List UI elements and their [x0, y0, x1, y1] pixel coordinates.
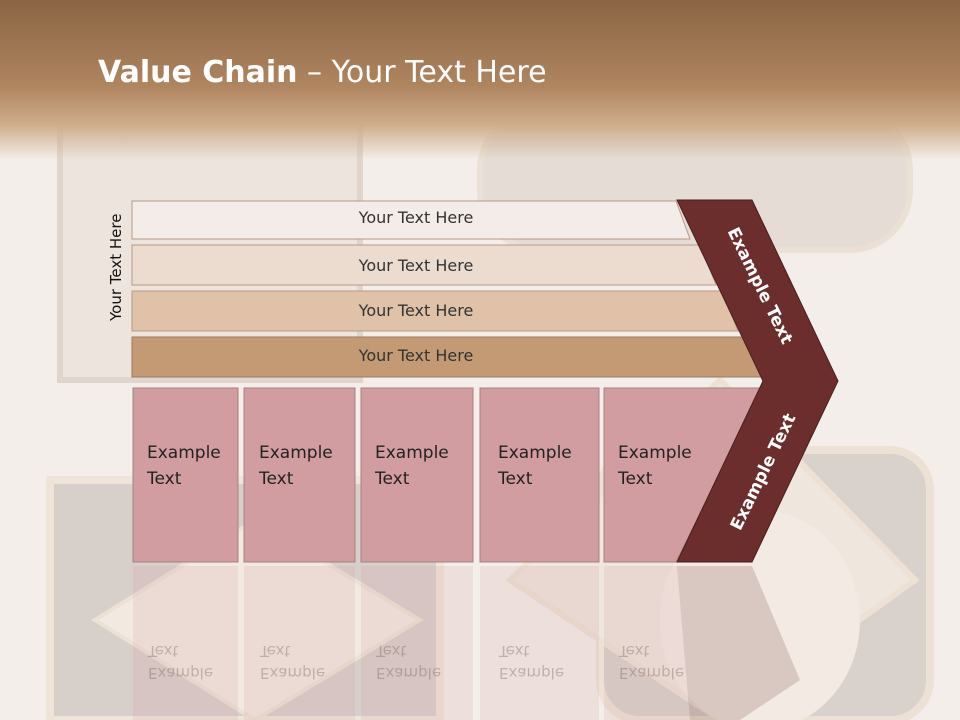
title-bold: Value Chain — [98, 55, 298, 90]
row-label-4: Your Text Here — [358, 346, 474, 365]
example-box-1 — [132, 387, 239, 563]
slide-header: Value Chain – Your Text Here — [0, 0, 960, 160]
row-label-2: Your Text Here — [358, 256, 474, 275]
side-label: Your Text Here — [107, 213, 125, 321]
value-chain-chevron — [676, 199, 839, 563]
example-box-5 — [603, 387, 763, 563]
example-box-4 — [479, 387, 600, 563]
slide-title: Value Chain – Your Text Here — [98, 55, 547, 90]
row-bar-3 — [131, 290, 739, 332]
title-rest: – Your Text Here — [297, 55, 547, 90]
example-box-3 — [360, 387, 474, 563]
row-label-3: Your Text Here — [358, 301, 474, 320]
example-box-2 — [243, 387, 356, 563]
row-bar-1 — [131, 200, 691, 240]
row-bar-2 — [131, 244, 717, 286]
row-label-1: Your Text Here — [358, 208, 474, 227]
